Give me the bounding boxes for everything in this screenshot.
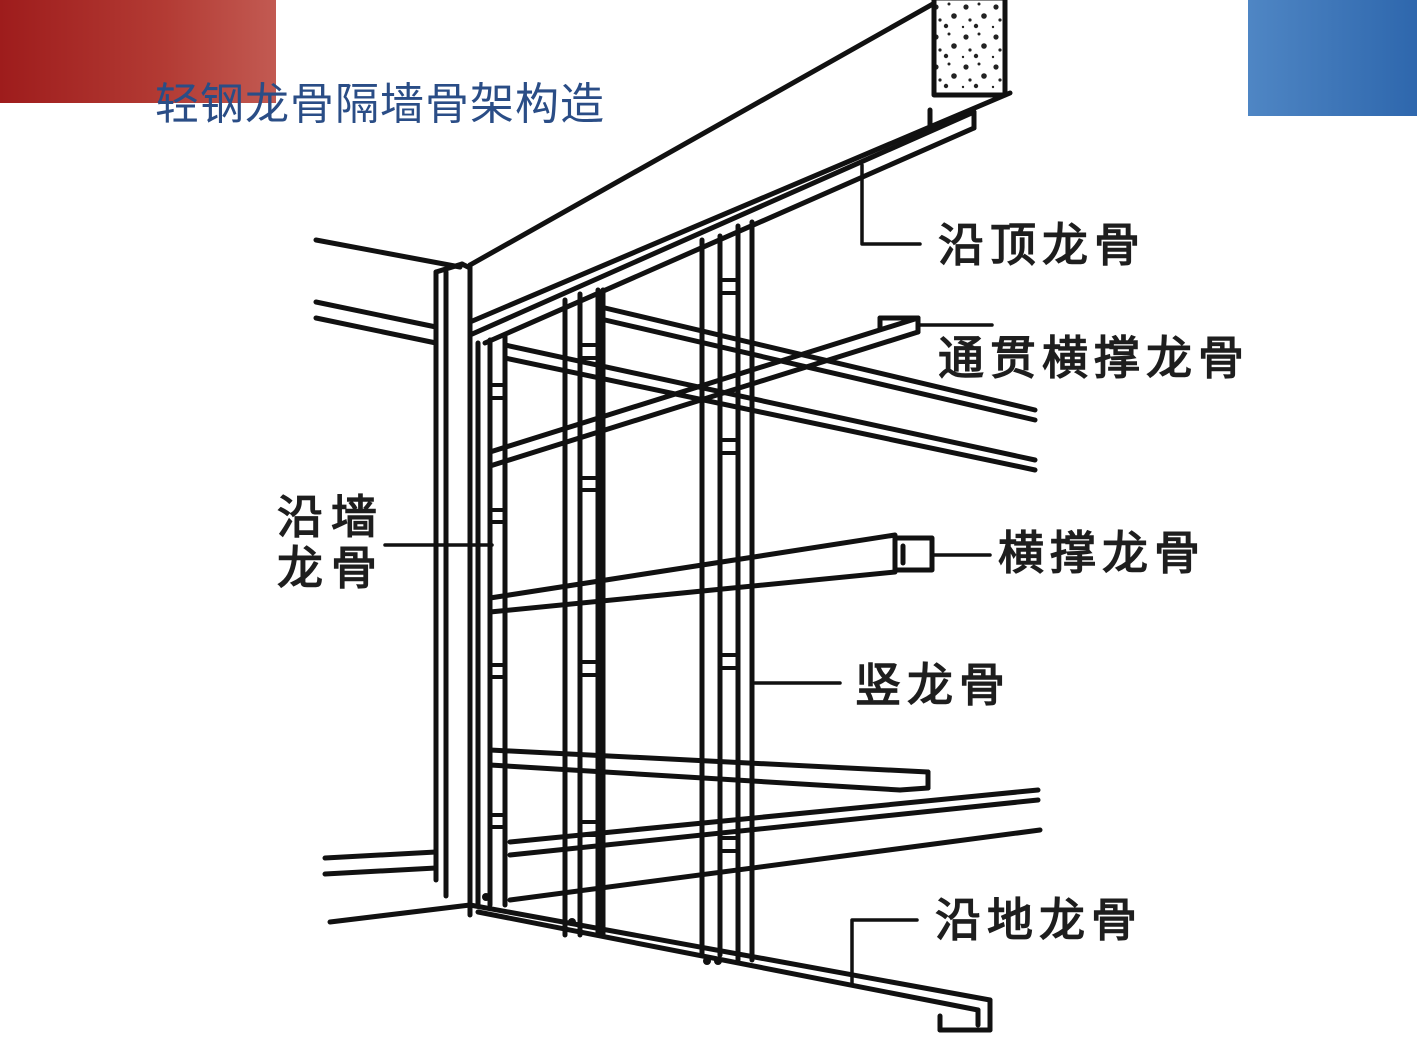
floor-track xyxy=(467,902,993,1033)
ceiling-beam xyxy=(467,0,1013,325)
slide-title: 轻钢龙骨隔墙骨架构造 xyxy=(155,79,605,130)
screws xyxy=(482,893,722,965)
label-cross-brace: 横撑龙骨 xyxy=(998,526,1206,580)
label-through-brace: 通贯横撑龙骨 xyxy=(938,331,1250,385)
label-top-track: 沿顶龙骨 xyxy=(938,218,1146,272)
label-wall-stud-line1: 沿墙 xyxy=(277,490,385,544)
wall-stud xyxy=(475,332,508,908)
right-wall xyxy=(502,305,1043,903)
lower-brace xyxy=(487,747,931,793)
corner-accent-blue xyxy=(1248,0,1417,116)
label-wall-stud-line2: 龙骨 xyxy=(277,541,385,595)
corner-accent-red xyxy=(0,0,276,103)
label-vertical-stud: 竖龙骨 xyxy=(855,658,1011,712)
stud-slots xyxy=(488,278,740,853)
cross-brace xyxy=(487,532,935,615)
label-floor-track: 沿地龙骨 xyxy=(935,893,1143,947)
leader-lines xyxy=(383,163,994,987)
left-wall xyxy=(313,237,473,925)
